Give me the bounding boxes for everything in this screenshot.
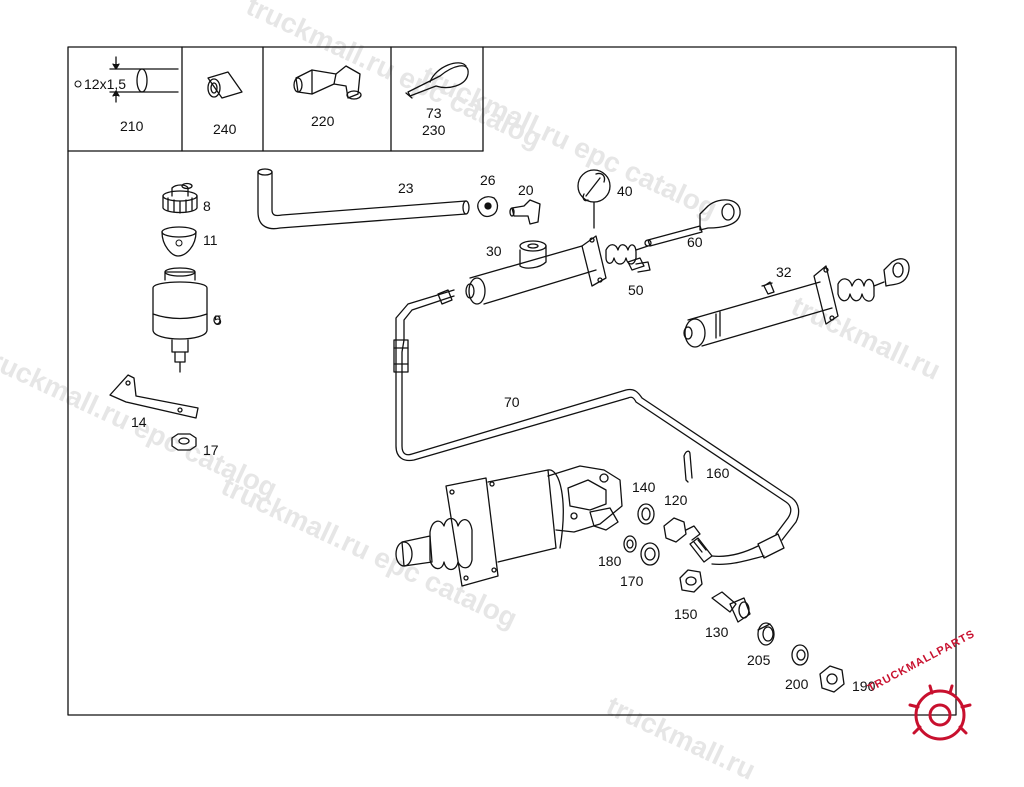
label-part-170: 170 xyxy=(620,573,644,589)
sleeve-icon xyxy=(207,71,243,99)
union-130 xyxy=(711,591,751,623)
reservoir-cap-part xyxy=(162,182,198,214)
diagram-drawing xyxy=(67,46,972,741)
hose-connector-part xyxy=(509,199,541,225)
cable-tie-icon xyxy=(405,62,469,99)
bleed-valve-clip-part xyxy=(683,450,693,483)
hose-dimension-icon xyxy=(74,56,179,103)
clutch-actuator-part xyxy=(395,465,623,587)
spring-fitting-part xyxy=(689,537,713,563)
label-part-30: 30 xyxy=(486,243,502,259)
legend-part-220: 220 xyxy=(311,113,335,129)
push-rod-part xyxy=(644,199,741,247)
hydraulic-line-part xyxy=(393,289,800,566)
label-part-5: 5 xyxy=(214,312,222,328)
reservoir-part xyxy=(152,267,221,373)
nut-150 xyxy=(679,569,703,593)
washer-200 xyxy=(791,644,809,666)
return-hose-part xyxy=(257,168,470,230)
seal-ring-180 xyxy=(623,535,637,553)
bracket-part xyxy=(109,374,199,419)
legend-part-240: 240 xyxy=(213,121,237,137)
label-part-120: 120 xyxy=(664,492,688,508)
grommet-205 xyxy=(757,622,775,646)
label-part-205: 205 xyxy=(747,652,771,668)
legend-part-210: 210 xyxy=(120,118,144,134)
label-part-140: 140 xyxy=(632,479,656,495)
fitting-120 xyxy=(663,517,701,543)
parts-diagram: truckmall.ru epc catalog truckmall.ru ep… xyxy=(0,0,977,786)
label-part-70: 70 xyxy=(504,394,520,410)
label-part-160: 160 xyxy=(706,465,730,481)
label-part-8: 8 xyxy=(203,198,211,214)
brand-gear-icon xyxy=(908,684,972,741)
label-part-200: 200 xyxy=(785,676,809,692)
hose-clamp-part xyxy=(477,196,499,218)
label-part-11: 11 xyxy=(203,232,218,248)
label-part-20: 20 xyxy=(518,182,534,198)
seal-ring-170 xyxy=(640,542,660,566)
bolt-part xyxy=(627,257,651,273)
label-part-14: 14 xyxy=(131,414,147,430)
wrench-tool-icon xyxy=(577,169,611,229)
label-part-130: 130 xyxy=(705,624,729,640)
elbow-connector-icon xyxy=(293,65,362,100)
label-part-60: 60 xyxy=(687,234,703,250)
legend-hose-dimension: 12x1,5 xyxy=(84,76,127,92)
master-cylinder-part xyxy=(465,235,649,305)
diagram-frame xyxy=(67,46,957,716)
label-part-26: 26 xyxy=(480,172,496,188)
float-part xyxy=(161,226,197,257)
legend-part-73: 73 xyxy=(426,105,442,121)
label-part-23: 23 xyxy=(398,180,414,196)
label-part-50: 50 xyxy=(628,282,644,298)
label-part-40: 40 xyxy=(617,183,633,199)
nut-190 xyxy=(819,665,845,693)
nut-part xyxy=(171,433,197,451)
label-part-190: 190 xyxy=(852,678,876,694)
label-part-150: 150 xyxy=(674,606,698,622)
label-part-32: 32 xyxy=(776,264,792,280)
slave-cylinder-part xyxy=(683,258,910,348)
label-part-180: 180 xyxy=(598,553,622,569)
label-part-17: 17 xyxy=(203,442,219,458)
legend-part-230: 230 xyxy=(422,122,446,138)
seal-ring-140 xyxy=(637,503,655,525)
